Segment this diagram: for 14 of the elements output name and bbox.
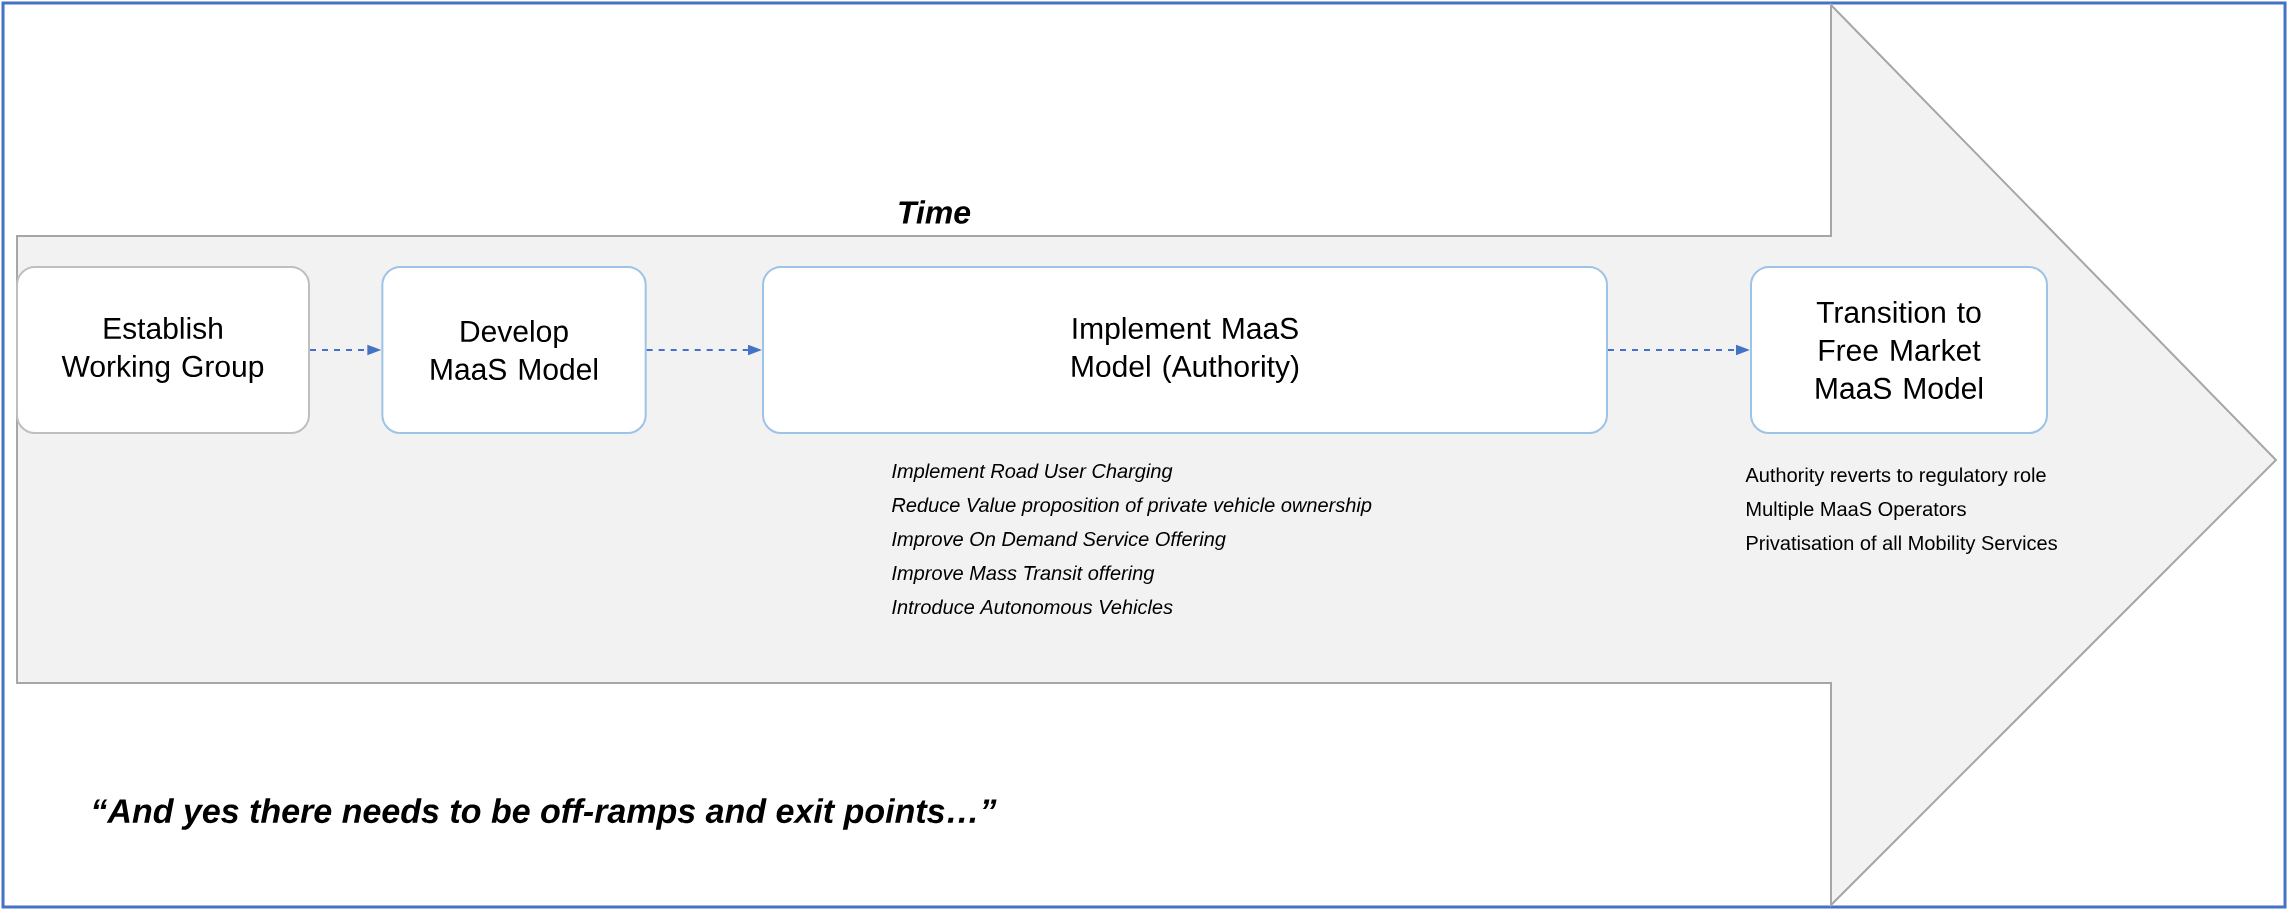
note-text: Privatisation of all Mobility Services bbox=[1747, 535, 2057, 555]
process-box: Establish Working Group bbox=[16, 266, 310, 434]
quote-text: “And yes there needs to be off-ramps and exit points…” bbox=[93, 798, 997, 830]
note-text: Authority reverts to regulatory role bbox=[1745, 467, 2046, 487]
note-text: Implement Road User Charging bbox=[892, 463, 1173, 483]
note-text: Improve On Demand Service Offering bbox=[892, 531, 1226, 551]
time-label: Time bbox=[899, 200, 971, 224]
process-box: Transition to Free Market MaaS Model bbox=[1750, 266, 2048, 434]
process-box: Develop MaaS Model bbox=[381, 266, 647, 434]
note-text: Multiple MaaS Operators bbox=[1747, 501, 1966, 521]
note-text: Reduce Value proposition of private vehicle ownership bbox=[892, 497, 1372, 517]
note-text: Introduce Autonomous Vehicles bbox=[892, 599, 1173, 615]
note-text: Improve Mass Transit offering bbox=[892, 565, 1155, 585]
process-box: Implement MaaS Model (Authority) bbox=[762, 266, 1608, 434]
